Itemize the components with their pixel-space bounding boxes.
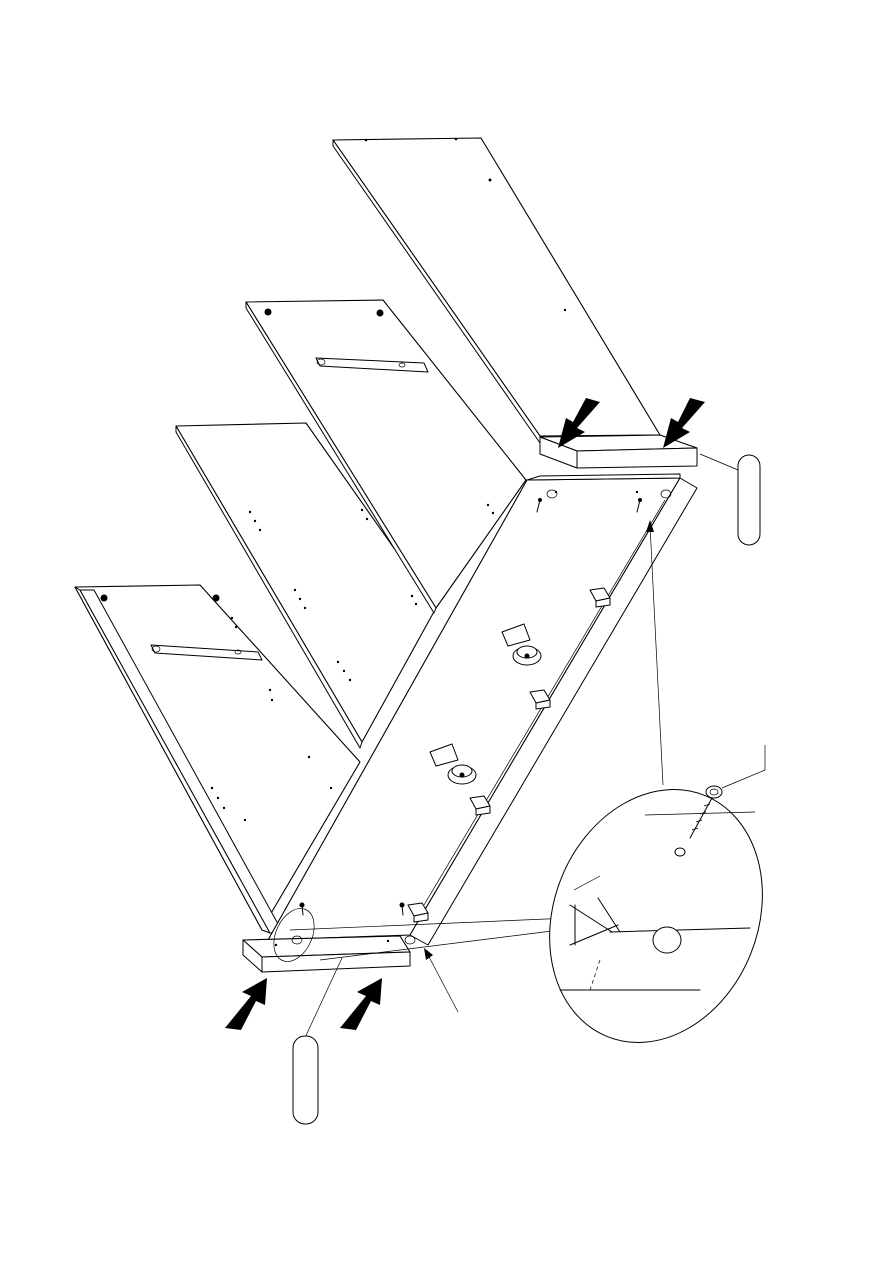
push-arrow-icon	[663, 398, 705, 448]
bottom-rail-board	[243, 936, 410, 972]
push-arrow-icon	[340, 978, 382, 1030]
push-arrow-icon	[225, 978, 267, 1030]
callout-label-bottom	[293, 958, 342, 1124]
callout-label-top	[700, 454, 760, 545]
